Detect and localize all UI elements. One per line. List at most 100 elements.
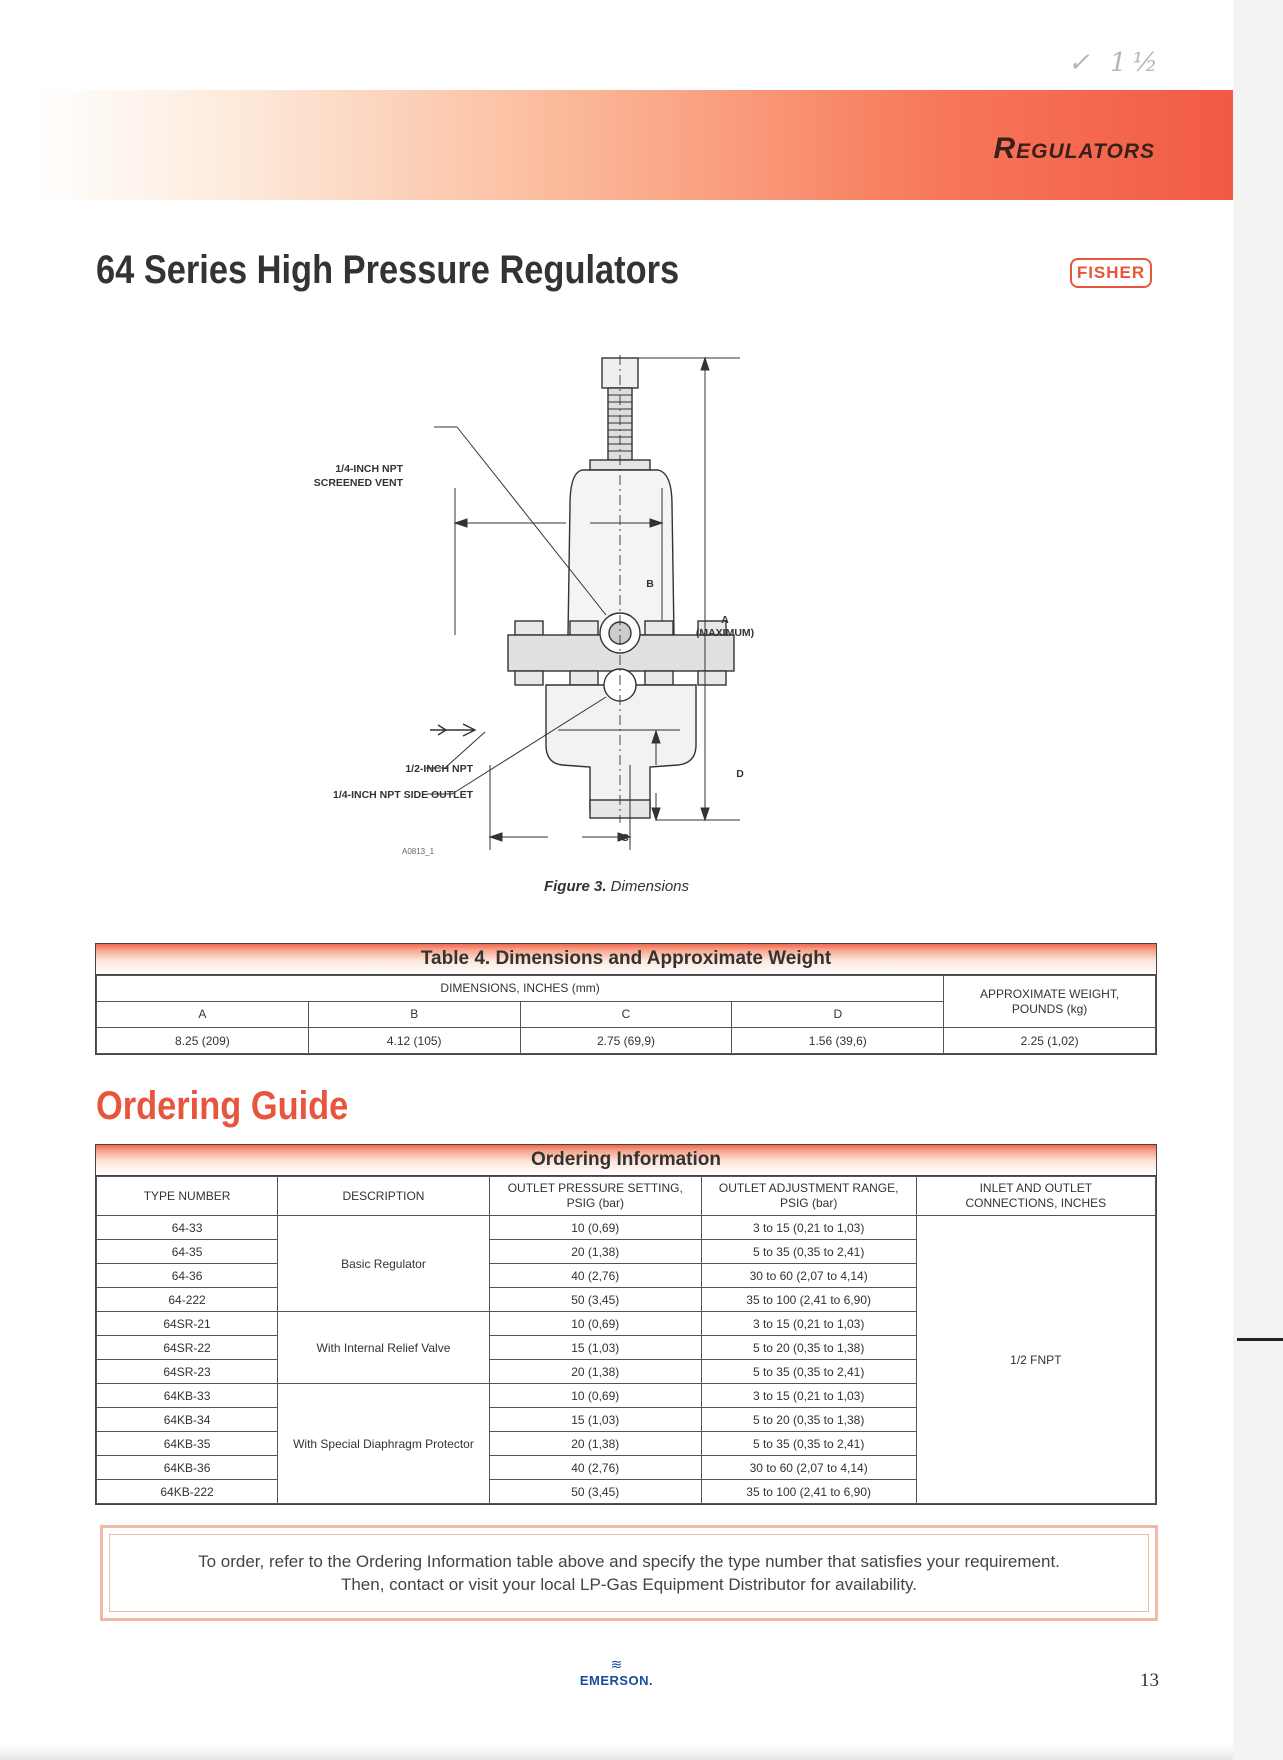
adjustment-range: 35 to 100 (2,41 to 6,90) <box>700 1479 917 1504</box>
ordering-guide-title: Ordering Guide <box>96 1084 349 1128</box>
bolt-7 <box>644 670 674 686</box>
pressure-setting: 10 (0,69) <box>488 1311 702 1336</box>
regulator-dimension-drawing: 1/4-INCH NPT SCREENED VENT 1/2-INCH NPT … <box>314 355 754 856</box>
dim-c-value: 2.75 (69,9) <box>519 1027 733 1054</box>
adjustment-range: 3 to 15 (0,21 to 1,03) <box>700 1311 917 1336</box>
type-number: 64SR-23 <box>95 1359 279 1384</box>
dim-d-value: 1.56 (39,6) <box>731 1027 945 1054</box>
weight-header: APPROXIMATE WEIGHT, POUNDS (kg) <box>943 975 1156 1028</box>
ordering-note-line1: To order, refer to the Ordering Informat… <box>198 1552 1060 1571</box>
pressure-setting: 15 (1,03) <box>488 1407 702 1432</box>
dim-c-arrow-left <box>488 832 503 842</box>
type-number: 64KB-222 <box>95 1479 279 1504</box>
emerson-logo-icon: ≋ <box>610 1656 623 1672</box>
type-number: 64KB-36 <box>95 1455 279 1480</box>
dim-d-label: D <box>736 768 744 780</box>
fisher-logo: FISHER <box>1070 258 1152 288</box>
pressure-setting-header: OUTLET PRESSURE SETTING, PSIG (bar) <box>488 1176 702 1216</box>
adjustment-range: 3 to 15 (0,21 to 1,03) <box>700 1215 917 1240</box>
inlet-arrow-tail <box>437 724 448 736</box>
dim-col-c: C <box>519 1001 733 1028</box>
adjustment-range: 30 to 60 (2,07 to 4,14) <box>700 1455 917 1480</box>
scan-bottom-edge <box>0 1745 1233 1760</box>
emerson-logo-text: EMERSON. <box>579 1673 654 1688</box>
pressure-setting: 20 (1,38) <box>488 1359 702 1384</box>
inlet-leader-2 <box>444 731 486 769</box>
dim-a-label: A <box>721 614 729 626</box>
scan-edge-strip <box>1233 0 1283 1760</box>
connections-header: INLET AND OUTLET CONNECTIONS, INCHES <box>915 1176 1157 1216</box>
dimensions-table: Table 4. Dimensions and Approximate Weig… <box>95 943 1157 1055</box>
description-cell: With Internal Relief Valve <box>277 1311 490 1384</box>
adjustment-range: 3 to 15 (0,21 to 1,03) <box>700 1383 917 1408</box>
adjustment-range: 35 to 100 (2,41 to 6,90) <box>700 1287 917 1312</box>
ordering-table-grid: TYPE NUMBER DESCRIPTION OUTLET PRESSURE … <box>95 1176 1157 1504</box>
type-number: 64KB-35 <box>95 1431 279 1456</box>
dimensions-table-grid: DIMENSIONS, INCHES (mm) APPROXIMATE WEIG… <box>95 975 1156 1054</box>
dim-d-arrow-top <box>651 729 661 744</box>
dim-a-value: 8.25 (209) <box>96 1027 309 1054</box>
bolt-3 <box>644 620 674 636</box>
adjustment-range-header: OUTLET ADJUSTMENT RANGE, PSIG (bar) <box>700 1176 917 1216</box>
handwritten-mark: ✓ 1½ <box>1068 48 1164 78</box>
table-row: 64KB-33 With Special Diaphragm Protector… <box>95 1383 1156 1504</box>
emerson-logo: ≋ EMERSON. <box>0 1656 1233 1690</box>
dim-col-b: B <box>307 1001 521 1028</box>
type-number: 64SR-21 <box>95 1311 279 1336</box>
table-row: 64-35 20 (1,38) 5 to 35 (0,35 to 2,41) <box>95 1239 1156 1264</box>
weight-value: 2.25 (1,02) <box>943 1027 1156 1054</box>
connections-cell: 1/2 FNPT <box>915 1215 1157 1504</box>
ordering-table-title: Ordering Information <box>96 1145 1156 1176</box>
type-number-header: TYPE NUMBER <box>95 1176 279 1216</box>
type-number: 64-33 <box>95 1215 279 1240</box>
bolt-5 <box>514 670 544 686</box>
page-number: 13 <box>1140 1670 1159 1691</box>
figure-caption: Figure 3. Dimensions <box>0 878 1233 895</box>
vent-label-line2: SCREENED VENT <box>314 477 404 489</box>
type-number: 64-35 <box>95 1239 279 1264</box>
type-number: 64KB-34 <box>95 1407 279 1432</box>
bolt-1 <box>514 620 544 636</box>
type-number: 64-222 <box>95 1287 279 1312</box>
pressure-setting: 50 (3,45) <box>488 1479 702 1504</box>
table-row: 8.25 (209) 4.12 (105) 2.75 (69,9) 1.56 (… <box>96 1027 1156 1054</box>
table-row: 64-36 40 (2,76) 30 to 60 (2,07 to 4,14) <box>95 1263 1156 1288</box>
drawing-id: A0813_1 <box>402 847 435 856</box>
adjustment-range: 5 to 35 (0,35 to 2,41) <box>700 1239 917 1264</box>
table-row: 64-33 Basic Regulator 10 (0,69) 3 to 15 … <box>95 1215 1157 1504</box>
pressure-setting: 10 (0,69) <box>488 1383 702 1408</box>
inlet-label: 1/2-INCH NPT <box>405 763 473 775</box>
outlet-leader-2 <box>451 696 607 795</box>
table-row: 64SR-21 With Internal Relief Valve 10 (0… <box>95 1311 1156 1384</box>
pressure-setting: 15 (1,03) <box>488 1335 702 1360</box>
type-number: 64SR-22 <box>95 1335 279 1360</box>
page-title: 64 Series High Pressure Regulators <box>96 248 680 292</box>
type-number: 64KB-33 <box>95 1383 279 1408</box>
dimensions-table-title: Table 4. Dimensions and Approximate Weig… <box>96 944 1156 975</box>
ordering-note-line2: Then, contact or visit your local LP-Gas… <box>340 1575 918 1594</box>
dim-col-a: A <box>96 1001 309 1028</box>
inlet-arrow <box>430 723 477 737</box>
dim-a-arrow-bottom <box>700 807 710 822</box>
dim-b-value: 4.12 (105) <box>307 1027 521 1054</box>
dim-a-sub-label: (MAXIMUM) <box>696 627 754 639</box>
adjustment-range: 30 to 60 (2,07 to 4,14) <box>700 1263 917 1288</box>
bolt-8 <box>697 670 727 686</box>
adjustment-range: 5 to 20 (0,35 to 1,38) <box>700 1335 917 1360</box>
vent-label-line1: 1/4-INCH NPT <box>335 463 403 475</box>
spring-case <box>567 469 675 636</box>
section-title: Regulators <box>993 132 1155 165</box>
pressure-setting: 20 (1,38) <box>488 1431 702 1456</box>
regulator-body <box>545 684 697 811</box>
description-cell: Basic Regulator <box>277 1215 490 1312</box>
ordering-note-box: To order, refer to the Ordering Informat… <box>100 1525 1158 1621</box>
bolt-2 <box>569 620 599 636</box>
dim-b-arrow-right <box>649 518 664 528</box>
figure-caption-prefix: Figure 3. <box>543 878 607 895</box>
dim-d-arrow-bottom <box>651 807 661 822</box>
bolt-6 <box>569 670 599 686</box>
vent-leader-2 <box>456 426 607 616</box>
ordering-note: To order, refer to the Ordering Informat… <box>109 1534 1149 1612</box>
dim-a-arrow-top <box>700 356 710 371</box>
pressure-setting: 10 (0,69) <box>488 1215 702 1240</box>
